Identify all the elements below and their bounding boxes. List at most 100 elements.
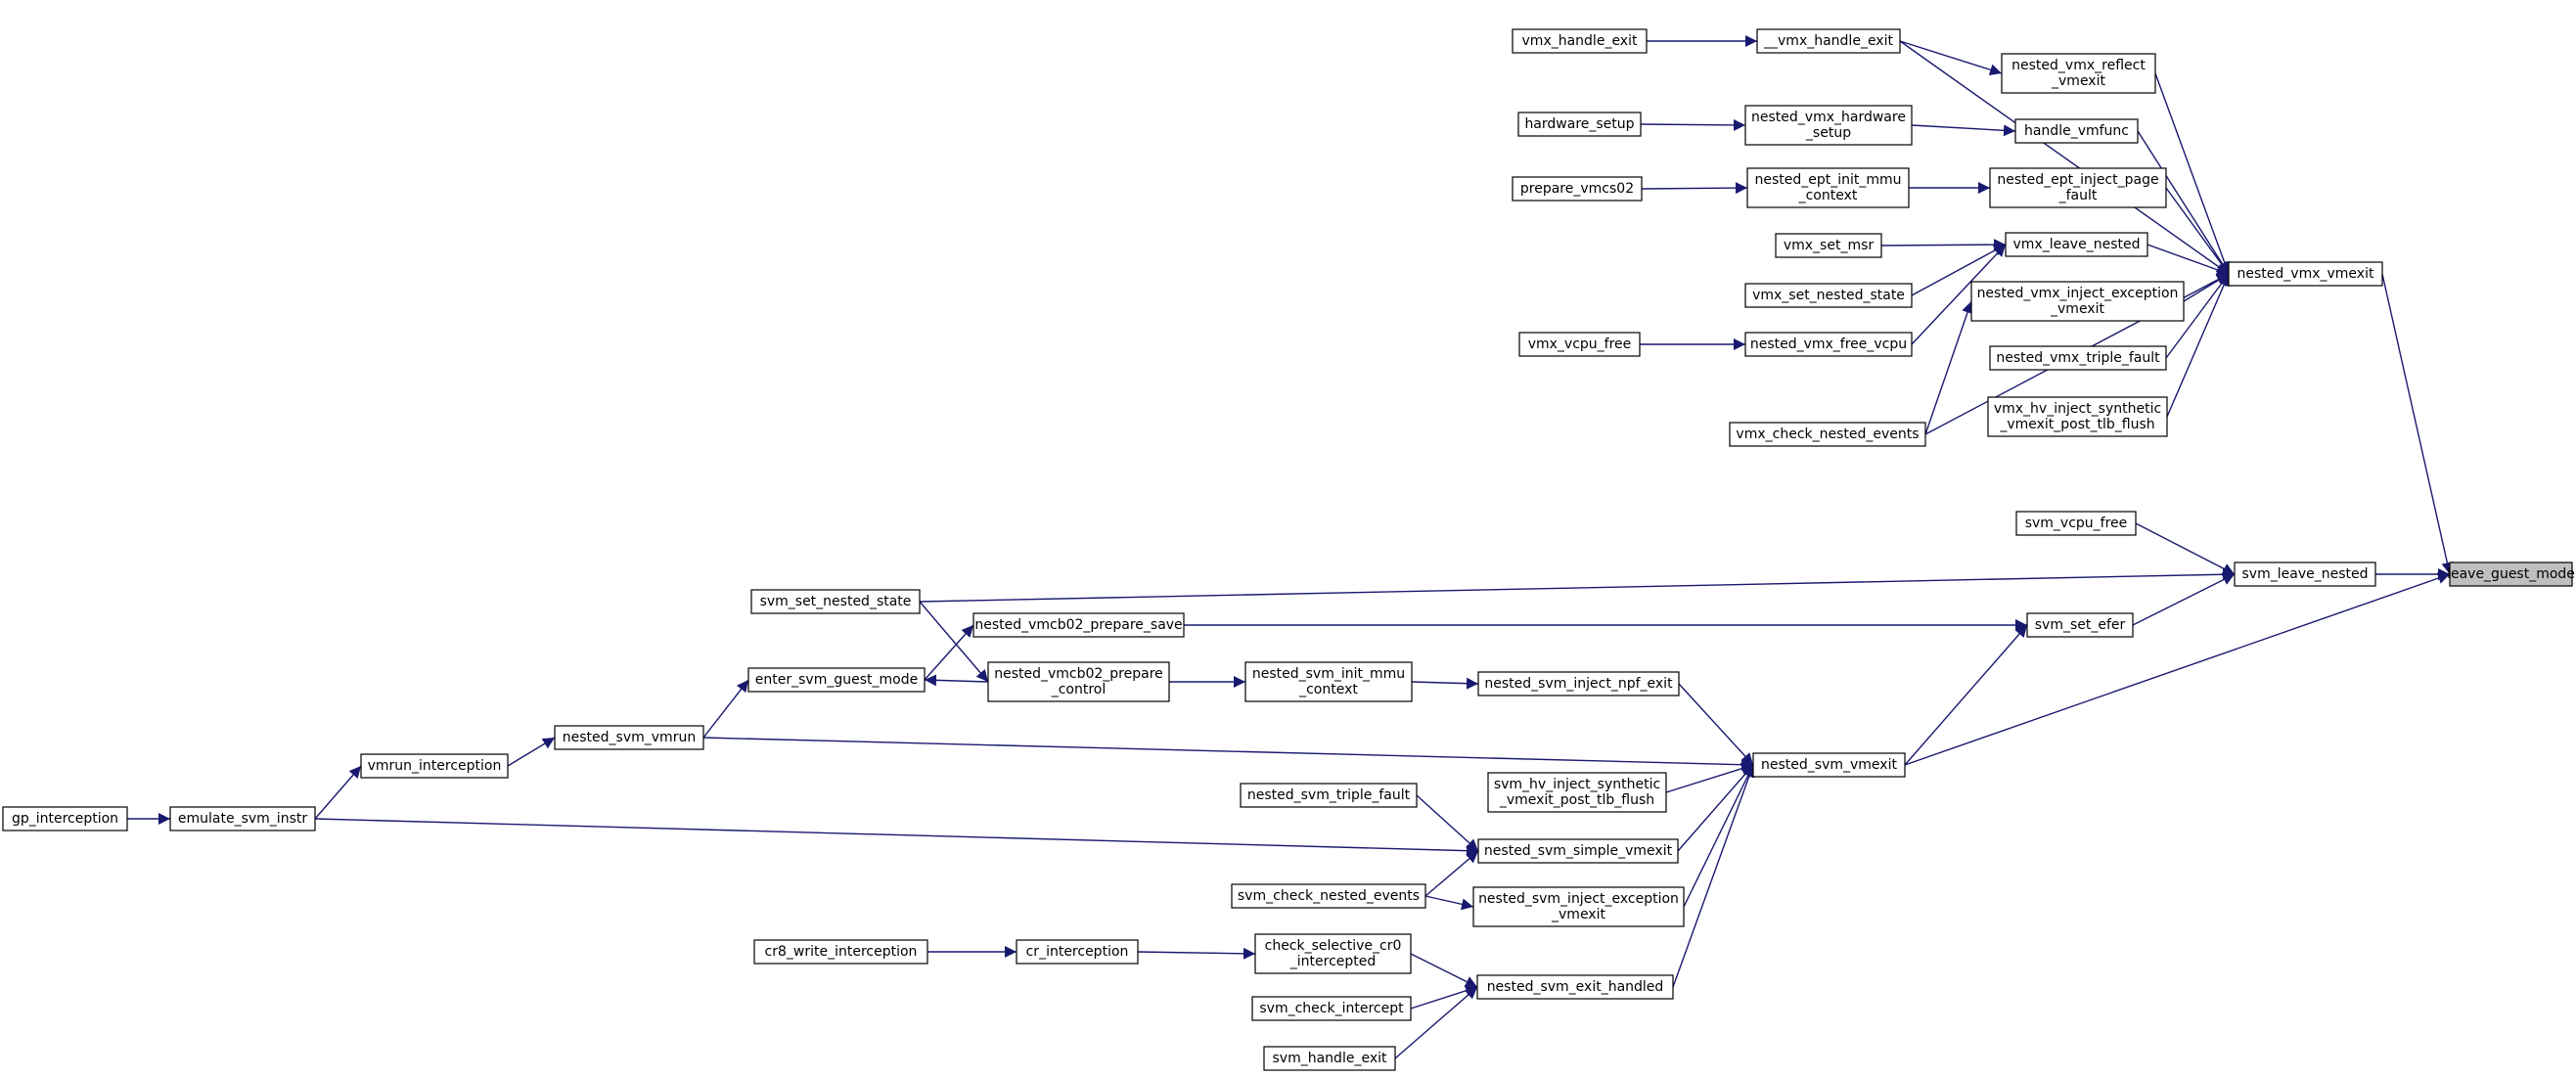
node-hardware-setup[interactable]: hardware_setup — [1517, 112, 1642, 137]
node-nested-vmx-hardware-setup[interactable]: nested_vmx_hardware_setup — [1744, 105, 1913, 146]
node-label: _vmexit — [2051, 73, 2105, 89]
node-cr-interception[interactable]: cr_interception — [1016, 939, 1139, 965]
node-label: svm_check_nested_events — [1238, 888, 1420, 904]
node-svm-handle-exit[interactable]: svm_handle_exit — [1263, 1046, 1396, 1071]
node-label: gp_interception — [12, 811, 118, 827]
node-emulate-svm-instr[interactable]: emulate_svm_instr — [169, 806, 316, 831]
edge-hardware-setup-to-nested-vmx-hardware-setup — [1640, 118, 1746, 131]
node-box — [554, 725, 704, 750]
edge-svm-set-nested-state-to-svm-leave-nested — [919, 568, 2236, 603]
node-vmx-check-nested-events[interactable]: vmx_check_nested_events — [1729, 422, 1926, 447]
edge-nested-ept-inject-page-fault-to-nested-vmx-vmexit — [2165, 187, 2230, 275]
node-nested-svm-init-mmu-context[interactable]: nested_svm_init_mmu_context — [1244, 661, 1413, 702]
node-nested-svm-exit-handled[interactable]: nested_svm_exit_handled — [1476, 974, 1674, 1000]
node-label: check_selective_cr0 — [1265, 938, 1402, 954]
node-label: nested_vmx_reflect — [2011, 58, 2146, 73]
node-vmx-vcpu-free[interactable]: vmx_vcpu_free — [1518, 332, 1641, 357]
node-box — [2234, 561, 2376, 587]
node-label: svm_handle_exit — [1273, 1051, 1387, 1066]
node-vmx-set-msr[interactable]: vmx_set_msr — [1775, 233, 1882, 258]
node-box — [1744, 283, 1913, 308]
node-box — [2001, 53, 2156, 94]
node-label: _context — [1298, 682, 1358, 697]
node-svm-hv-inject-synthetic-vmexit-post-tlb-flush[interactable]: svm_hv_inject_synthetic_vmexit_post_tlb_… — [1487, 772, 1667, 813]
node-nested-vmx-reflect-vmexit[interactable]: nested_vmx_reflect_vmexit — [2001, 53, 2156, 94]
node-box — [1477, 671, 1680, 696]
node-vmx-handle-exit[interactable]: __vmx_handle_exit — [1756, 28, 1901, 54]
node-nested-svm-inject-npf-exit[interactable]: nested_svm_inject_npf_exit — [1477, 671, 1680, 696]
node-label: _fault — [2058, 188, 2098, 203]
node-box — [1477, 838, 1679, 864]
node-nested-ept-init-mmu-context[interactable]: nested_ept_init_mmu_context — [1746, 167, 1910, 208]
node-leave-guest-mode[interactable]: leave_guest_mode — [2447, 561, 2575, 587]
node-label: nested_ept_inject_page — [1997, 172, 2158, 188]
node-vmx-handle-exit[interactable]: vmx_handle_exit — [1512, 28, 1648, 54]
edge-svm-set-nested-state-to-nested-vmcb02-prepare-control — [919, 601, 989, 683]
node-label: hardware_setup — [1524, 116, 1634, 132]
node-nested-vmcb02-prepare-save[interactable]: nested_vmcb02_prepare_save — [972, 612, 1185, 638]
node-nested-vmx-inject-exception-vmexit[interactable]: nested_vmx_inject_exception_vmexit — [1970, 281, 2185, 322]
edge-enter-svm-guest-mode-to-nested-vmcb02-prepare-save — [924, 624, 974, 681]
node-label: _context — [1798, 188, 1858, 203]
node-vmx-hv-inject-synthetic-vmexit-post-tlb-flush[interactable]: vmx_hv_inject_synthetic_vmexit_post_tlb_… — [1987, 396, 2168, 437]
node-vmrun-interception[interactable]: vmrun_interception — [360, 753, 509, 779]
node-label: vmx_handle_exit — [1522, 33, 1638, 49]
edge-svm-handle-exit-to-nested-svm-exit-handled — [1394, 986, 1478, 1059]
node-svm-vcpu-free[interactable]: svm_vcpu_free — [2015, 511, 2137, 536]
node-nested-svm-vmexit[interactable]: nested_svm_vmexit — [1752, 752, 1906, 778]
node-svm-set-nested-state[interactable]: svm_set_nested_state — [750, 589, 921, 614]
node-nested-svm-simple-vmexit[interactable]: nested_svm_simple_vmexit — [1477, 838, 1679, 864]
node-nested-svm-inject-exception-vmexit[interactable]: nested_svm_inject_exception_vmexit — [1472, 886, 1685, 927]
node-nested-vmx-triple-fault[interactable]: nested_vmx_triple_fault — [1989, 345, 2167, 371]
node-label: _intercepted — [1289, 954, 1377, 969]
edge-vmx-hv-inject-synthetic-vmexit-post-tlb-flush-to-nested-vmx-vmexit — [2166, 273, 2230, 418]
node-box — [1752, 752, 1906, 778]
node-nested-ept-inject-page-fault[interactable]: nested_ept_inject_page_fault — [1989, 167, 2167, 208]
node-box — [2449, 561, 2573, 587]
edge-nested-svm-vmexit-to-svm-set-efer — [1904, 624, 2028, 766]
node-box — [2014, 118, 2139, 144]
node-label: nested_svm_vmrun — [563, 730, 696, 745]
node-vmx-leave-nested[interactable]: vmx_leave_nested — [2005, 232, 2148, 257]
node-nested-vmx-vmexit[interactable]: nested_vmx_vmexit — [2228, 261, 2383, 287]
edge-nested-vmx-hardware-setup-to-handle-vmfunc — [1911, 124, 2016, 137]
node-nested-vmcb02-prepare-control[interactable]: nested_vmcb02_prepare_control — [987, 661, 1170, 702]
node-label: prepare_vmcs02 — [1520, 181, 1634, 197]
node-label: nested_vmx_triple_fault — [1996, 350, 2160, 366]
edge-prepare-vmcs02-to-nested-ept-init-mmu-context — [1641, 182, 1748, 195]
node-gp-interception[interactable]: gp_interception — [2, 806, 128, 831]
node-box — [1756, 28, 1901, 54]
edge-vmx-set-nested-state-to-vmx-leave-nested — [1911, 244, 2007, 296]
node-label: handle_vmfunc — [2024, 123, 2129, 139]
node-cr8-write-interception[interactable]: cr8_write_interception — [753, 939, 928, 965]
node-vmx-set-nested-state[interactable]: vmx_set_nested_state — [1744, 283, 1913, 308]
node-svm-set-efer[interactable]: svm_set_efer — [2026, 612, 2134, 638]
node-label: nested_svm_inject_exception — [1478, 891, 1679, 907]
edge-svm-vcpu-free-to-svm-leave-nested — [2135, 522, 2236, 575]
node-nested-svm-triple-fault[interactable]: nested_svm_triple_fault — [1240, 783, 1418, 808]
edge-vmx-set-msr-to-vmx-leave-nested — [1880, 239, 2007, 251]
node-handle-vmfunc[interactable]: handle_vmfunc — [2014, 118, 2139, 144]
node-prepare-vmcs02[interactable]: prepare_vmcs02 — [1512, 176, 1643, 202]
node-box — [1989, 345, 2167, 371]
node-svm-check-nested-events[interactable]: svm_check_nested_events — [1231, 883, 1426, 909]
node-box — [1744, 105, 1913, 146]
node-box — [750, 589, 921, 614]
node-box — [1472, 886, 1685, 927]
node-box — [1476, 974, 1674, 1000]
node-nested-svm-vmrun[interactable]: nested_svm_vmrun — [554, 725, 704, 750]
node-svm-leave-nested[interactable]: svm_leave_nested — [2234, 561, 2376, 587]
node-check-selective-cr0-intercepted[interactable]: check_selective_cr0_intercepted — [1254, 933, 1412, 974]
node-nested-vmx-free-vcpu[interactable]: nested_vmx_free_vcpu — [1744, 332, 1913, 357]
node-box — [169, 806, 316, 831]
node-label: _vmexit — [2050, 301, 2104, 317]
node-label: vmx_vcpu_free — [1528, 337, 1632, 352]
node-enter-svm-guest-mode[interactable]: enter_svm_guest_mode — [747, 667, 926, 693]
node-label: __vmx_handle_exit — [1763, 33, 1893, 49]
node-svm-check-intercept[interactable]: svm_check_intercept — [1251, 996, 1412, 1021]
node-box — [1775, 233, 1882, 258]
node-label: vmx_hv_inject_synthetic — [1994, 401, 2161, 417]
node-label: nested_vmx_free_vcpu — [1750, 337, 1907, 352]
node-label: vmx_set_msr — [1784, 238, 1875, 253]
